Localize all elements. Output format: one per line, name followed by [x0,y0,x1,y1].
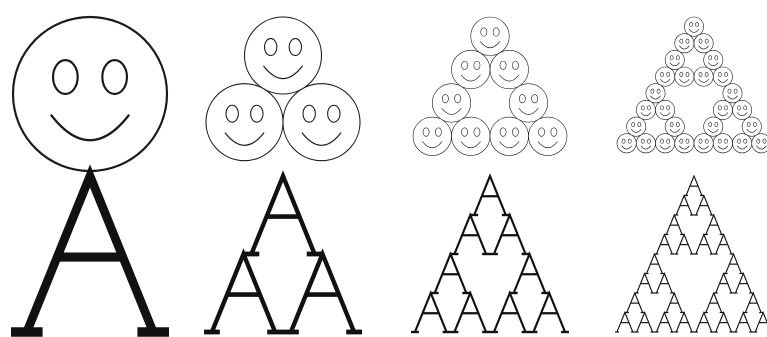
smiley-iteration-0 [13,17,167,171]
smiley-face-icon [665,50,684,69]
smiley-face-icon [509,84,548,123]
letter-a-glyph [655,313,675,333]
smiley-face-icon [656,134,675,153]
smiley-face-icon [694,67,713,86]
smiley-face-icon [283,84,360,161]
letter-a-glyph [674,313,694,333]
smiley-face-icon [636,134,655,153]
letter-a-glyph [490,215,530,254]
smiley-face-icon [13,17,167,171]
letter-a-glyph [674,196,694,216]
letter-a-glyph [743,293,763,313]
letter-a-glyph [411,293,451,332]
letter-a-iteration-0 [11,176,169,332]
smiley-face-icon [627,117,646,136]
smiley-face-icon [713,100,732,119]
letter-a-glyph [244,176,323,254]
smiley-face-icon [452,50,491,89]
smiley-face-icon [490,50,529,89]
letter-a-glyph [283,254,362,332]
letter-a-glyph [470,176,510,215]
smiley-face-icon [413,117,452,156]
smiley-face-icon [656,67,675,86]
smiley-face-icon [665,117,684,136]
letter-a-glyph [645,254,665,274]
letter-a-iteration-2 [411,176,569,332]
smiley-face-icon [694,34,713,53]
letter-a-glyph [664,215,684,235]
smiley-face-icon [656,100,675,119]
letter-a-fractal-row [11,176,767,332]
smiley-face-icon [636,100,655,119]
letter-a-glyph [625,293,645,313]
smiley-face-icon [704,50,723,69]
smiley-face-icon [675,34,694,53]
smiley-face-icon [713,134,732,153]
letter-a-glyph [714,274,734,294]
smiley-face-icon [452,117,491,156]
smiley-iteration-1 [206,17,360,161]
smiley-fractal-row [13,17,767,171]
letter-a-glyph [714,235,734,255]
letter-a-glyph [615,313,635,333]
letter-a-glyph [753,313,767,333]
smiley-face-icon [245,17,322,94]
letter-a-glyph [451,215,491,254]
smiley-face-icon [713,67,732,86]
letter-a-glyph [734,313,754,333]
letter-a-glyph [704,215,724,235]
smiley-face-icon [206,84,283,161]
letter-a-glyph [451,293,491,332]
smiley-face-icon [723,84,742,103]
smiley-face-icon [742,117,761,136]
smiley-face-icon [733,134,752,153]
letter-a-glyph [694,313,714,333]
letter-a-glyph [530,293,570,332]
letter-a-iteration-3 [615,176,767,332]
smiley-face-icon [694,134,713,153]
smiley-face-icon [704,117,723,136]
smiley-face-icon [617,134,636,153]
letter-a-glyph [11,176,169,332]
letter-a-glyph [664,293,684,313]
letter-a-glyph [674,235,694,255]
smiley-face-icon [675,67,694,86]
smiley-face-icon [684,17,703,36]
letter-a-glyph [655,235,675,255]
letter-a-glyph [694,196,714,216]
letter-a-glyph [704,293,724,313]
letter-a-glyph [714,313,734,333]
smiley-face-icon [490,117,529,156]
letter-a-glyph [724,254,744,274]
letter-a-glyph [635,313,655,333]
smiley-iteration-2 [413,17,567,156]
letter-a-glyph [655,274,675,294]
letter-a-glyph [510,254,550,293]
letter-a-glyph [684,176,704,196]
smiley-face-icon [471,17,510,56]
smiley-iteration-3 [617,17,767,153]
smiley-face-icon [432,84,471,123]
smiley-face-icon [529,117,568,156]
smiley-face-icon [733,100,752,119]
letter-a-glyph [734,274,754,294]
letter-a-glyph [635,274,655,294]
letter-a-glyph [694,235,714,255]
letter-a-glyph [490,293,530,332]
letter-a-glyph [204,254,283,332]
smiley-face-icon [752,134,767,153]
smiley-face-icon [675,134,694,153]
smiley-face-icon [646,84,665,103]
letter-a-glyph [431,254,471,293]
letter-a-iteration-1 [204,176,362,332]
